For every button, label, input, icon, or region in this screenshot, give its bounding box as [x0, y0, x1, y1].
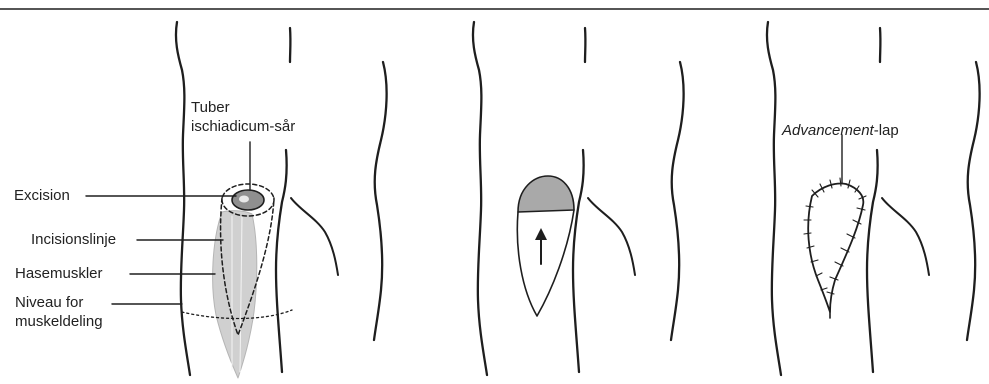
panel1-scrotal-line	[291, 198, 338, 275]
panel2-hip-outline	[671, 62, 684, 340]
panel1-inner-thigh-outline	[276, 150, 287, 372]
flap-outline	[517, 210, 574, 316]
panel2-scrotal-line	[588, 198, 635, 275]
label-tuber: Tuber ischiadicum-sår	[191, 98, 295, 136]
label-advancement-lap: Advancement-lap	[782, 121, 899, 140]
panel-2-rotation	[473, 22, 684, 375]
flap-arrow-head	[535, 228, 547, 240]
panel3-scrotal-line	[882, 198, 929, 275]
panel2-inner-thigh-outline	[573, 150, 584, 372]
panel3-outer-thigh-outline	[767, 22, 781, 375]
label-advancement-italic: Advancement	[782, 122, 874, 139]
wound-highlight	[239, 196, 249, 203]
panel-1-excision-plan	[86, 22, 387, 378]
panel1-hip-outline	[374, 62, 387, 340]
advancement-flap-suture-line	[808, 184, 863, 313]
label-hasemuskler: Hasemuskler	[15, 264, 103, 283]
panel3-hip-outline	[967, 62, 980, 340]
label-tuber-line1: Tuber	[191, 99, 230, 116]
panel-3-advancement-flap	[767, 22, 980, 375]
label-advancement-suffix: -lap	[874, 122, 899, 139]
panel3-inner-thigh-outline	[867, 150, 878, 372]
panel2-outer-thigh-outline	[473, 22, 487, 375]
panel1-outer-thigh-outline	[176, 22, 190, 375]
label-niveau-line2: muskeldeling	[15, 313, 103, 330]
label-excision: Excision	[14, 186, 70, 205]
label-niveau-line1: Niveau for	[15, 294, 83, 311]
label-niveau: Niveau for muskeldeling	[15, 293, 103, 331]
hamstring-muscles	[213, 211, 257, 378]
label-incisionslinje: Incisionslinje	[31, 230, 116, 249]
flap-defect-shaded	[518, 176, 574, 212]
label-tuber-line2: ischiadicum-sår	[191, 118, 295, 135]
